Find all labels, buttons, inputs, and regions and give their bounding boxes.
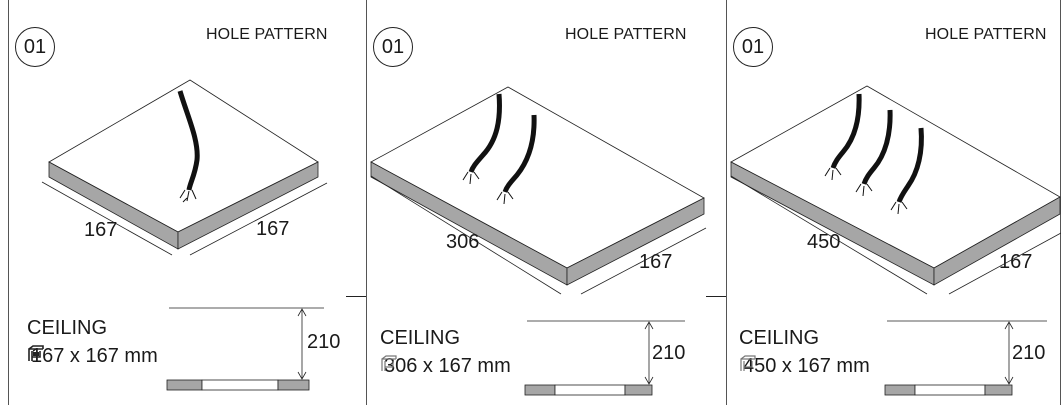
- height-dimension-label: 210: [307, 331, 341, 353]
- step-number-badge: 01: [15, 27, 55, 67]
- cutout-size: 306 x 167 mm: [380, 355, 511, 378]
- width-dimension-label: 167: [256, 218, 290, 240]
- panel-title: HOLE PATTERN: [925, 26, 1047, 43]
- height-dimension-label: 210: [1012, 342, 1046, 364]
- cutout-size: 450 x 167 mm: [739, 355, 870, 378]
- hole-pattern-illustration-3: [730, 85, 1061, 396]
- step-number-badge: 01: [373, 27, 413, 67]
- step-panel-1: 01 HOLE PATTERN 167 167 CEILING 167 x 16…: [8, 0, 346, 405]
- cutout-size: 167 x 167 mm: [27, 345, 158, 368]
- panel-title: HOLE PATTERN: [206, 26, 328, 43]
- hole-pattern-illustration-2: [370, 86, 707, 396]
- cutout-size-text: 167 x 167 mm: [31, 345, 158, 367]
- width-dimension-label: 167: [639, 251, 673, 273]
- power-cable-icon: [177, 90, 200, 203]
- length-dimension-label: 306: [446, 231, 480, 253]
- step-panel-2: 01 HOLE PATTERN 306 167 CEILING 306 x 16…: [366, 0, 707, 405]
- panel-title: HOLE PATTERN: [565, 26, 687, 43]
- mounting-type-label: CEILING: [739, 327, 820, 349]
- power-cable-icon: [824, 93, 862, 181]
- length-dimension-label: 450: [807, 231, 841, 253]
- mounting-type-label: CEILING: [27, 317, 108, 339]
- step-number-badge: 01: [733, 27, 773, 67]
- height-dimension-label: 210: [652, 342, 686, 364]
- length-dimension-label: 167: [84, 219, 118, 241]
- panel-connector: [706, 296, 726, 297]
- power-cable-icon: [462, 93, 502, 185]
- hole-pattern-illustration-1: [41, 79, 328, 391]
- power-cable-icon: [890, 127, 924, 215]
- panel-connector: [346, 296, 366, 297]
- power-cable-icon: [496, 114, 537, 205]
- power-cable-icon: [855, 109, 893, 197]
- cutout-size-text: 306 x 167 mm: [384, 355, 511, 377]
- mounting-type-label: CEILING: [380, 327, 461, 349]
- step-panel-3: 01 HOLE PATTERN 450 167 CEILING 450 x 16…: [726, 0, 1061, 405]
- cutout-size-text: 450 x 167 mm: [743, 355, 870, 377]
- width-dimension-label: 167: [999, 251, 1033, 273]
